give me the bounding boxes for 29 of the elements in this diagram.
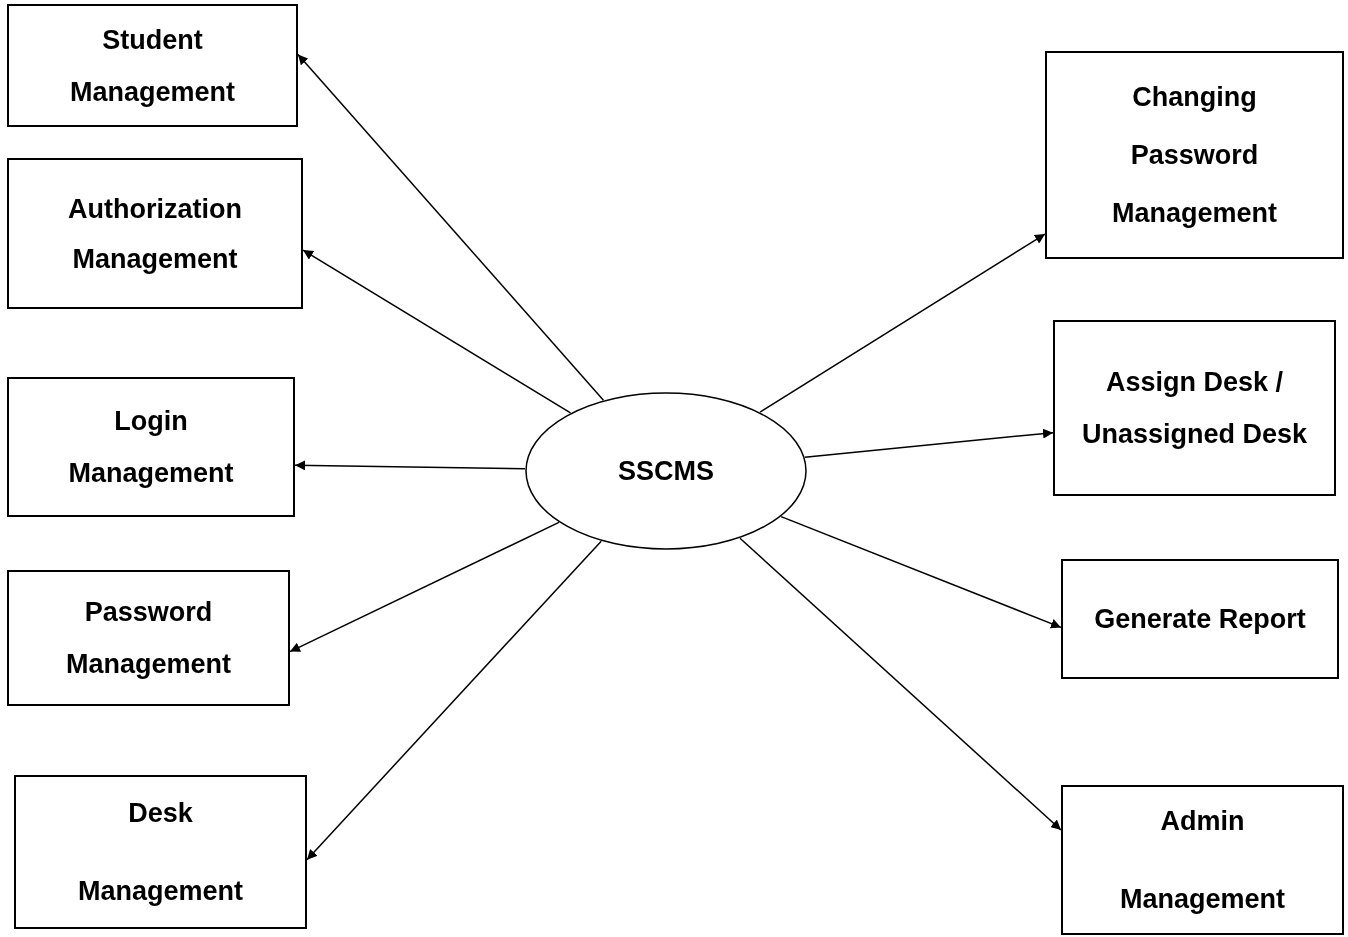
module-label: Admin Management (1118, 805, 1286, 916)
module-box (1061, 559, 1339, 679)
module-box (7, 4, 298, 127)
module-box (1061, 785, 1344, 935)
module-box (7, 158, 303, 309)
module-label: Login Management (67, 405, 235, 490)
module-label: Generate Report (1093, 603, 1307, 636)
arrow (739, 537, 1062, 831)
module-label: SSCMS (617, 456, 715, 486)
module-box (1053, 320, 1336, 496)
arrow (804, 428, 1054, 458)
module-label: Password Management (64, 596, 232, 681)
module-label: Assign Desk / Unassigned Desk (1080, 366, 1309, 451)
module-label: Desk Management (76, 797, 244, 908)
arrow (780, 515, 1062, 629)
arrow (297, 53, 605, 401)
module-box (14, 775, 307, 929)
arrow (306, 540, 602, 861)
module-label: Changing Password Management (1110, 81, 1278, 230)
module-label: Student Management (68, 23, 236, 109)
arrow (759, 233, 1046, 413)
module-box (7, 570, 290, 706)
module-label: Authorization Management (67, 192, 243, 276)
arrow (302, 249, 572, 414)
arrow (289, 521, 560, 653)
system-ellipse (525, 392, 807, 550)
arrow (294, 460, 526, 471)
module-box (1045, 51, 1344, 259)
module-box (7, 377, 295, 517)
